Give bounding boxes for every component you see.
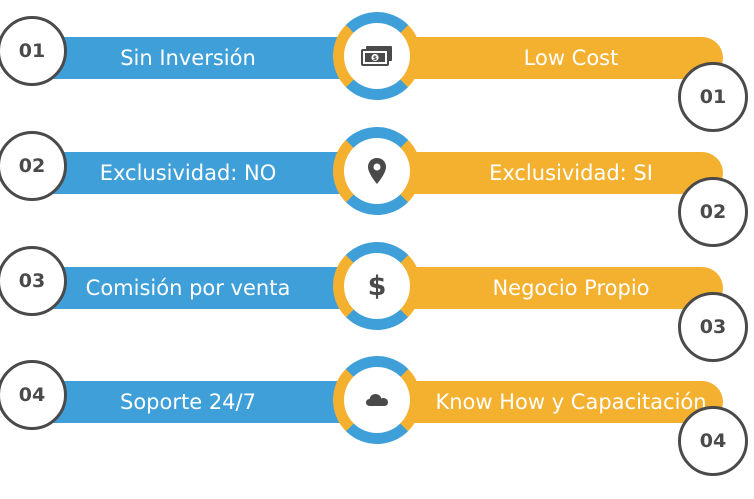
left-label-4: Soporte 24/7 xyxy=(120,390,256,414)
right-label-3: Negocio Propio xyxy=(492,276,650,300)
left-label-3: Comisión por venta xyxy=(85,276,291,300)
right-bar-3: Negocio Propio xyxy=(375,267,723,309)
right-label-2: Exclusividad: SI xyxy=(489,161,653,185)
comparison-row-2: Exclusividad: NO Exclusividad: SI 02 02 xyxy=(0,127,754,249)
left-number-3: 03 xyxy=(0,246,67,316)
left-label-2: Exclusividad: NO xyxy=(99,161,277,185)
banknote-icon: $ xyxy=(344,23,410,89)
map-pin-icon xyxy=(344,138,410,204)
comparison-row-4: Soporte 24/7 Know How y Capacitación 04 … xyxy=(0,356,754,478)
right-bar-2: Exclusividad: SI xyxy=(375,152,723,194)
right-label-4: Know How y Capacitación xyxy=(435,390,707,414)
right-bar-4: Know How y Capacitación xyxy=(375,381,723,423)
right-bar-1: Low Cost xyxy=(375,37,723,79)
comparison-row-1: Sin Inversión Low Cost $ 01 01 xyxy=(0,12,754,134)
svg-text:$: $ xyxy=(373,55,377,62)
left-bar-3: Comisión por venta xyxy=(33,267,387,309)
left-number-2: 02 xyxy=(0,131,67,201)
right-number-3: 03 xyxy=(678,292,748,362)
right-number-1: 01 xyxy=(678,62,748,132)
dollar-icon: $ xyxy=(344,253,410,319)
left-number-4: 04 xyxy=(0,360,67,430)
left-bar-4: Soporte 24/7 xyxy=(33,381,387,423)
left-bar-2: Exclusividad: NO xyxy=(33,152,387,194)
right-label-1: Low Cost xyxy=(523,46,619,70)
comparison-row-3: Comisión por venta Negocio Propio $ 03 0… xyxy=(0,242,754,364)
left-number-1: 01 xyxy=(0,16,67,86)
right-number-4: 04 xyxy=(678,406,748,476)
left-label-1: Sin Inversión xyxy=(120,46,256,70)
left-bar-1: Sin Inversión xyxy=(33,37,387,79)
dollar-glyph: $ xyxy=(367,270,387,302)
right-number-2: 02 xyxy=(678,177,748,247)
cloud-icon xyxy=(344,367,410,433)
